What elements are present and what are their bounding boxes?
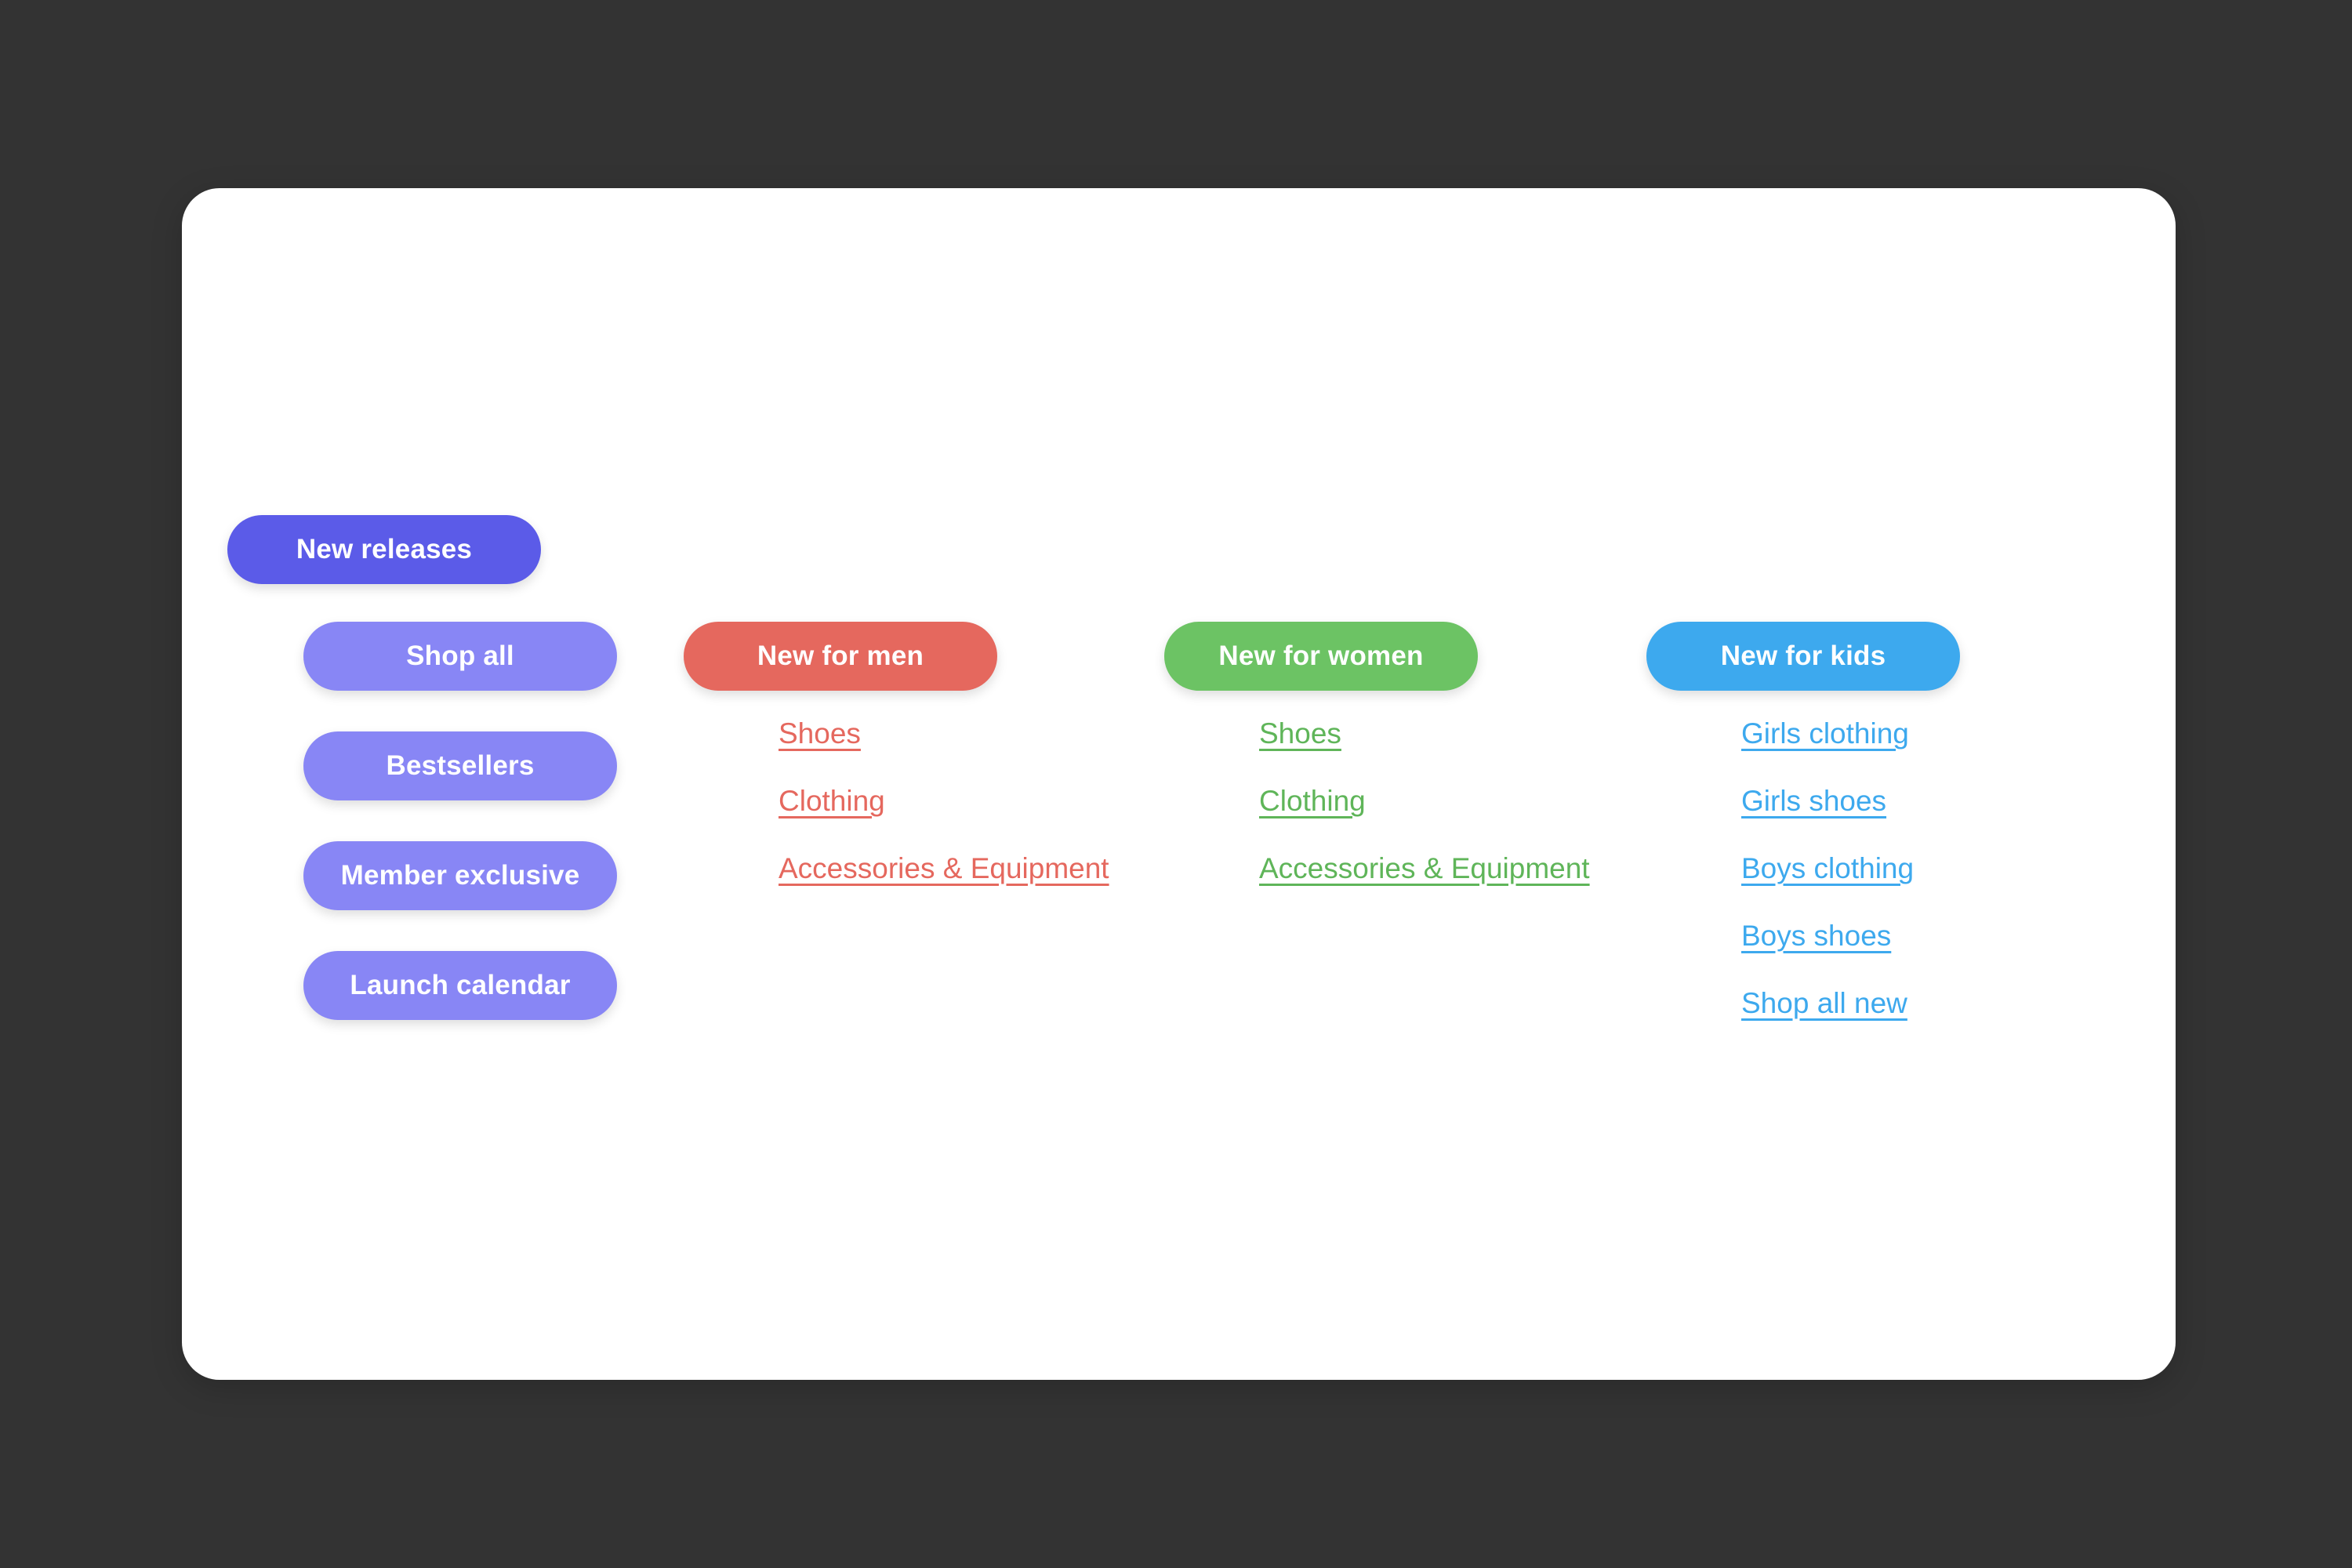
category-column-women: New for women Shoes Clothing Accessories…	[1164, 622, 1590, 913]
list-item: Shoes	[779, 710, 1109, 778]
category-column-men: New for men Shoes Clothing Accessories &…	[684, 622, 1109, 913]
link-list-men: Shoes Clothing Accessories & Equipment	[779, 710, 1109, 913]
category-button-new-for-men[interactable]: New for men	[684, 622, 997, 691]
list-item: Girls shoes	[1741, 778, 1960, 845]
list-item: Shoes	[1259, 710, 1590, 778]
menu-card: New releases Shop all Bestsellers Member…	[182, 188, 2176, 1380]
nav-button-launch-calendar[interactable]: Launch calendar	[303, 951, 617, 1020]
link-men-clothing[interactable]: Clothing	[779, 785, 885, 817]
link-list-kids: Girls clothing Girls shoes Boys clothing…	[1741, 710, 1960, 1047]
link-kids-girls-shoes[interactable]: Girls shoes	[1741, 785, 1887, 817]
link-kids-boys-shoes[interactable]: Boys shoes	[1741, 920, 1892, 952]
link-men-shoes[interactable]: Shoes	[779, 717, 861, 750]
list-item: Girls clothing	[1741, 710, 1960, 778]
category-column-kids: New for kids Girls clothing Girls shoes …	[1646, 622, 1960, 1047]
nav-button-new-releases[interactable]: New releases	[227, 515, 541, 584]
link-kids-girls-clothing[interactable]: Girls clothing	[1741, 717, 1909, 750]
nav-button-bestsellers[interactable]: Bestsellers	[303, 731, 617, 800]
category-button-new-for-women[interactable]: New for women	[1164, 622, 1478, 691]
list-item: Clothing	[1259, 778, 1590, 845]
list-item: Accessories & Equipment	[1259, 845, 1590, 913]
list-item: Clothing	[779, 778, 1109, 845]
list-item: Accessories & Equipment	[779, 845, 1109, 913]
list-item: Shop all new	[1741, 980, 1960, 1047]
list-item: Boys shoes	[1741, 913, 1960, 980]
link-women-shoes[interactable]: Shoes	[1259, 717, 1341, 750]
list-item: Boys clothing	[1741, 845, 1960, 913]
link-kids-shop-all-new[interactable]: Shop all new	[1741, 987, 1907, 1019]
link-women-clothing[interactable]: Clothing	[1259, 785, 1366, 817]
nav-button-shop-all[interactable]: Shop all	[303, 622, 617, 691]
link-women-accessories-equipment[interactable]: Accessories & Equipment	[1259, 852, 1590, 884]
category-button-new-for-kids[interactable]: New for kids	[1646, 622, 1960, 691]
link-list-women: Shoes Clothing Accessories & Equipment	[1259, 710, 1590, 913]
link-men-accessories-equipment[interactable]: Accessories & Equipment	[779, 852, 1109, 884]
link-kids-boys-clothing[interactable]: Boys clothing	[1741, 852, 1915, 884]
nav-button-member-exclusive[interactable]: Member exclusive	[303, 841, 617, 910]
